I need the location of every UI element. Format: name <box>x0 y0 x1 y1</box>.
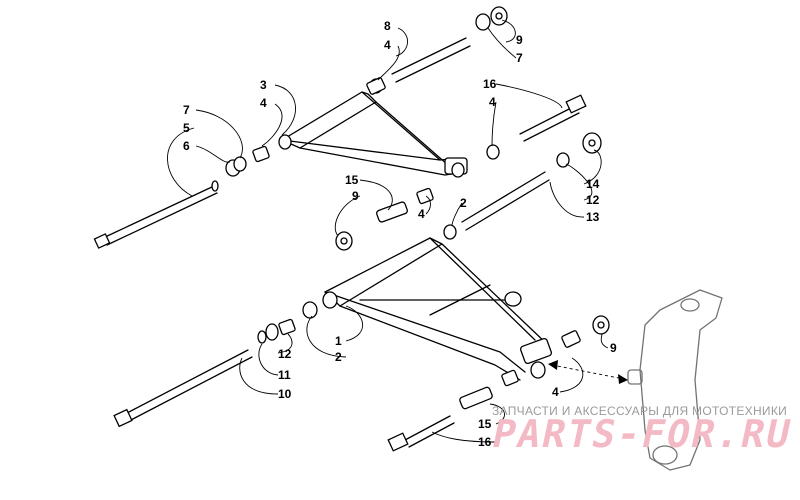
callout-9: 9 <box>516 33 523 47</box>
upper-front-shaft-assembly <box>366 6 508 95</box>
callout-11: 11 <box>278 368 291 382</box>
callout-3: 3 <box>260 78 267 92</box>
callout-4: 4 <box>384 38 391 52</box>
callout-9: 9 <box>352 189 359 203</box>
callout-1: 1 <box>335 334 342 348</box>
callout-5: 5 <box>183 121 190 135</box>
callout-7: 7 <box>183 103 190 117</box>
spindle-knuckle <box>627 289 723 471</box>
right-shaft-13-assembly <box>443 132 602 240</box>
callout-4: 4 <box>552 385 559 399</box>
callout-15: 15 <box>345 173 359 187</box>
lower-a-arm <box>322 237 553 381</box>
callout-4: 4 <box>260 96 267 110</box>
callout-2: 2 <box>460 196 467 210</box>
callout-2: 2 <box>335 350 342 364</box>
callout-9: 9 <box>610 341 617 355</box>
callout-8: 8 <box>384 19 391 33</box>
callout-12: 12 <box>586 193 600 207</box>
lower-front-assembly <box>387 315 610 452</box>
watermark-tagline: ЗАПЧАСТИ И АКСЕССУАРЫ ДЛЯ МОТОТЕХНИКИ <box>492 404 788 418</box>
callout-7: 7 <box>516 51 523 65</box>
callout-15: 15 <box>478 417 492 431</box>
callout-16: 16 <box>483 77 497 91</box>
upper-a-arm <box>278 91 468 178</box>
upper-rear-bolt-assembly <box>93 145 270 249</box>
watermark-logo: PARTS-FOR.RU <box>488 412 797 456</box>
callout-4: 4 <box>489 95 496 109</box>
callout-4: 4 <box>418 207 425 221</box>
callout-10: 10 <box>278 387 292 401</box>
lower-rear-bolt-assembly <box>113 301 318 428</box>
callout-labels: 8 4 9 7 3 4 16 4 7 5 6 15 9 4 2 14 12 13… <box>183 19 617 449</box>
callout-14: 14 <box>586 177 600 191</box>
callout-12: 12 <box>278 347 292 361</box>
upper-bolt-16 <box>486 94 587 160</box>
callout-16: 16 <box>478 435 492 449</box>
leader-lines <box>167 19 609 443</box>
callout-6: 6 <box>183 139 190 153</box>
callout-13: 13 <box>586 210 600 224</box>
